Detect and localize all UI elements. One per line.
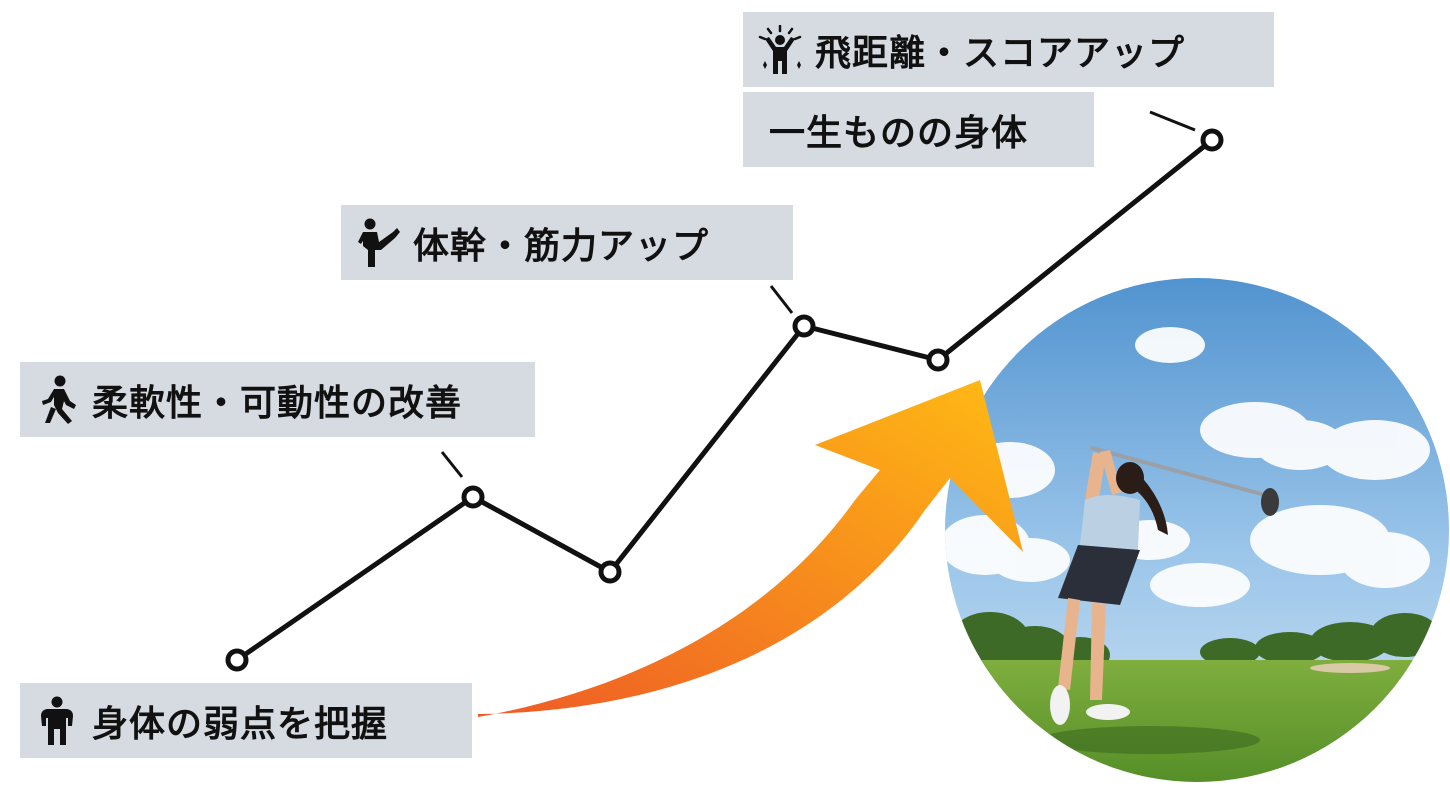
- stage-label-1: 身体の弱点を把握: [92, 703, 389, 745]
- standing-person-icon: [34, 696, 80, 746]
- stage-label-box-1: 身体の弱点を把握: [20, 683, 472, 758]
- progress-line: [235, 138, 1214, 663]
- stage-label-box-3: 体幹・筋力アップ: [341, 205, 793, 280]
- stage-label-4: 飛距離・スコアアップ: [815, 32, 1186, 74]
- leader-ticks: [440, 110, 1196, 478]
- node-stage3: [792, 314, 816, 338]
- stage-label-2: 柔軟性・可動性の改善: [92, 382, 463, 424]
- celebrating-person-icon: [757, 24, 803, 75]
- stage-label-box-4: 飛距離・スコアアップ: [743, 12, 1274, 87]
- growth-arrow: [478, 380, 1023, 717]
- high-kick-person-icon: [355, 218, 401, 268]
- node-stage4: [1200, 128, 1224, 152]
- golfer-figure: [1050, 446, 1279, 725]
- stage-label-box-2: 柔軟性・可動性の改善: [20, 362, 535, 437]
- stage-sublabel-4: 一生ものの身体: [769, 112, 1029, 154]
- stage-sublabel-box-4: 一生ものの身体: [743, 92, 1094, 167]
- golf-photo: [945, 278, 1449, 782]
- walking-person-icon: [34, 375, 80, 425]
- stage-label-3: 体幹・筋力アップ: [413, 225, 710, 267]
- node-dip2: [926, 348, 950, 372]
- node-dip1: [598, 560, 622, 584]
- node-start: [225, 648, 249, 672]
- node-stage2: [461, 485, 485, 509]
